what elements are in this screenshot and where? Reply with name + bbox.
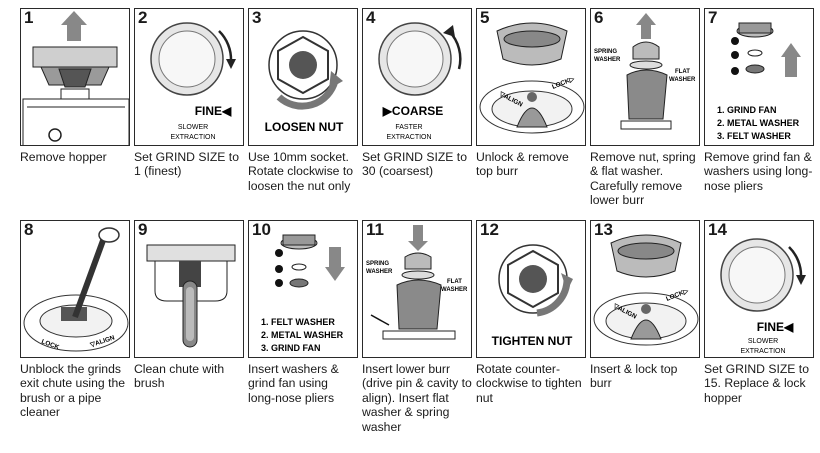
unblock-chute-illustration: LOCK ▽ALIGN <box>23 227 129 352</box>
step-caption: Remove grind fan & washers using long-no… <box>704 150 813 193</box>
tighten-nut-illustration: TIGHTEN NUT <box>492 244 573 348</box>
extraction-label: EXTRACTION <box>170 134 215 141</box>
spring-washer-label-2: WASHER <box>594 57 621 63</box>
grind-dial-illustration: FINE◀ SLOWER EXTRACTION <box>150 22 236 141</box>
lower-burr-removal-illustration: SPRING WASHER FLAT WASHER <box>594 13 696 130</box>
hopper-removal-illustration <box>22 11 129 145</box>
grind-fan-removal-illustration: 1. GRIND FAN 2. METAL WASHER 3. FELT WAS… <box>717 22 801 141</box>
faster-label: FASTER <box>395 124 422 131</box>
step-illustration: 8 LOCK ▽ALIGN <box>20 220 130 358</box>
insert-top-burr-illustration: ▽ALIGN LOCK▷ <box>593 234 699 346</box>
fine-label: FINE◀ <box>195 104 232 118</box>
fine-label: FINE◀ <box>757 320 794 334</box>
grind-fan-label: 3. GRIND FAN <box>261 343 321 353</box>
step-illustration: 6 SPRING WASHER FLAT WASHER <box>590 8 700 146</box>
step-7: 7 1. GRIND FAN 2. METAL WASHER 3. FELT W… <box>704 8 814 193</box>
step-number: 1 <box>21 9 38 27</box>
step-caption: Use 10mm socket. Rotate clockwise to loo… <box>248 150 353 193</box>
step-number: 5 <box>477 9 494 27</box>
felt-washer-label: 3. FELT WASHER <box>717 131 791 141</box>
grind-dial-illustration: ▶COARSE FASTER EXTRACTION <box>378 22 462 141</box>
insert-washers-illustration: 1. FELT WASHER 2. METAL WASHER 3. GRIND … <box>261 234 345 353</box>
step-caption: Unlock & remove top burr <box>476 150 569 179</box>
loosen-nut-label: LOOSEN NUT <box>265 120 344 134</box>
spring-washer-label-2: WASHER <box>366 269 393 275</box>
clean-chute-illustration <box>146 244 236 348</box>
step-caption: Set GRIND SIZE to 1 (finest) <box>134 150 239 179</box>
step-illustration: 14 FINE◀ SLOWER EXTRACTION <box>704 220 814 358</box>
step-number: 9 <box>135 221 152 239</box>
slower-label: SLOWER <box>748 338 778 345</box>
step-caption: Set GRIND SIZE to 30 (coarsest) <box>362 150 467 179</box>
spring-washer-label-1: SPRING <box>594 49 617 55</box>
step-13: 13 ▽ALIGN LOCK▷ Insert & lock top burr <box>590 220 700 391</box>
insert-lower-burr-illustration: SPRING WASHER FLAT WASHER <box>366 225 468 340</box>
step-illustration: 4 ▶COARSE FASTER EXTRACTION <box>362 8 472 146</box>
step-illustration: 7 1. GRIND FAN 2. METAL WASHER 3. FELT W… <box>704 8 814 146</box>
step-illustration: 3 LOOSEN NUT <box>248 8 358 146</box>
coarse-label: ▶COARSE <box>382 104 444 118</box>
step-caption: Remove nut, spring & flat washer. Carefu… <box>590 150 696 208</box>
step-caption: Insert washers & grind fan using long-no… <box>248 362 339 405</box>
metal-washer-label: 2. METAL WASHER <box>261 330 344 340</box>
loosen-nut-illustration: LOOSEN NUT <box>265 30 344 134</box>
step-4: 4 ▶COARSE FASTER EXTRACTION Set GRIND SI… <box>362 8 472 179</box>
step-number: 13 <box>591 221 617 239</box>
step-illustration: 12 TIGHTEN NUT <box>476 220 586 358</box>
grind-fan-label: 1. GRIND FAN <box>717 105 777 115</box>
step-caption: Rotate counter-clockwise to tighten nut <box>476 362 582 405</box>
slower-label: SLOWER <box>178 124 208 131</box>
step-number: 12 <box>477 221 503 239</box>
step-number: 6 <box>591 9 608 27</box>
step-8: 8 LOCK ▽ALIGN Unblock the grinds exit ch… <box>20 220 130 420</box>
step-5: 5 ▽ALIGN LOCK▷ Unlock & remove top burr <box>476 8 586 179</box>
step-illustration: 9 <box>134 220 244 358</box>
step-6: 6 SPRING WASHER FLAT WASHER Remove nut, … <box>590 8 700 208</box>
step-caption: Insert & lock top burr <box>590 362 678 391</box>
step-number: 4 <box>363 9 380 27</box>
top-burr-illustration: ▽ALIGN LOCK▷ <box>479 22 585 134</box>
step-1: 1 Remove hopper <box>20 8 130 164</box>
step-caption: Set GRIND SIZE to 15. Replace & lock hop… <box>704 362 809 405</box>
step-14: 14 FINE◀ SLOWER EXTRACTION Set GRIND SIZ… <box>704 220 814 405</box>
step-illustration: 10 1. FELT WASHER 2. METAL WASHER 3. GRI… <box>248 220 358 358</box>
step-number: 3 <box>249 9 266 27</box>
flat-washer-label-1: FLAT <box>675 69 690 75</box>
step-3: 3 LOOSEN NUT Use 10mm socket. Rotate clo… <box>248 8 358 193</box>
step-caption: Unblock the grinds exit chute using the … <box>20 362 126 420</box>
step-illustration: 2 FINE◀ SLOWER EXTRACTION <box>134 8 244 146</box>
spring-washer-label-1: SPRING <box>366 261 389 267</box>
step-number: 8 <box>21 221 38 239</box>
step-illustration: 13 ▽ALIGN LOCK▷ <box>590 220 700 358</box>
metal-washer-label: 2. METAL WASHER <box>717 118 800 128</box>
step-9: 9 Clean chute with brush <box>134 220 244 391</box>
grind-dial-illustration: FINE◀ SLOWER EXTRACTION <box>720 238 806 355</box>
step-number: 10 <box>249 221 275 239</box>
extraction-label: EXTRACTION <box>386 134 431 141</box>
step-number: 14 <box>705 221 731 239</box>
felt-washer-label: 1. FELT WASHER <box>261 317 335 327</box>
extraction-label: EXTRACTION <box>740 348 785 355</box>
flat-washer-label-2: WASHER <box>441 287 468 293</box>
flat-washer-label-2: WASHER <box>669 77 696 83</box>
step-caption: Clean chute with brush <box>134 362 225 391</box>
step-illustration: 5 ▽ALIGN LOCK▷ <box>476 8 586 146</box>
flat-washer-label-1: FLAT <box>447 279 462 285</box>
tighten-nut-label: TIGHTEN NUT <box>492 334 573 348</box>
step-12: 12 TIGHTEN NUT Rotate counter-clockwise … <box>476 220 586 405</box>
step-10: 10 1. FELT WASHER 2. METAL WASHER 3. GRI… <box>248 220 358 405</box>
step-2: 2 FINE◀ SLOWER EXTRACTION Set GRIND SIZE… <box>134 8 244 179</box>
step-caption: Insert lower burr (drive pin & cavity to… <box>362 362 472 434</box>
step-illustration: 1 <box>20 8 130 146</box>
step-caption: Remove hopper <box>20 150 107 164</box>
step-number: 2 <box>135 9 152 27</box>
step-illustration: 11 SPRING WASHER FLAT WASHER <box>362 220 472 358</box>
step-number: 7 <box>705 9 722 27</box>
step-11: 11 SPRING WASHER FLAT WASHER Insert lowe… <box>362 220 472 434</box>
step-number: 11 <box>363 221 388 239</box>
